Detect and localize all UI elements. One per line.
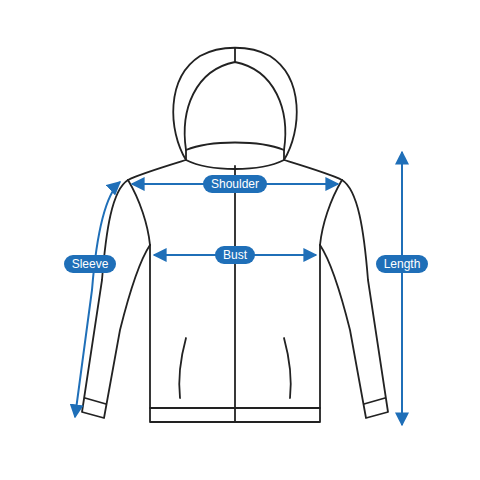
right-pocket <box>284 338 291 398</box>
measure-tag: Shoulder <box>203 175 267 193</box>
zipper <box>234 166 236 422</box>
hem-rib <box>150 407 320 409</box>
measure-label: Bust <box>223 248 247 262</box>
right-cuff <box>364 398 385 404</box>
measure-label: Shoulder <box>211 177 259 191</box>
chin-band <box>186 143 284 170</box>
length-arrow <box>401 152 403 425</box>
measure-tag: Length <box>376 255 429 273</box>
body-outline <box>150 245 320 422</box>
left-cuff <box>85 398 106 404</box>
measure-label: Sleeve <box>72 257 109 271</box>
hood-seam <box>234 48 236 62</box>
left-pocket <box>179 338 186 398</box>
measure-tag: Sleeve <box>64 255 117 273</box>
right-armhole <box>320 180 342 245</box>
measure-label: Length <box>384 257 421 271</box>
left-shoulder <box>128 160 186 180</box>
left-sleeve <box>82 180 150 418</box>
face-opening <box>185 62 286 150</box>
right-sleeve <box>320 180 388 418</box>
measure-tag: Bust <box>215 246 255 264</box>
right-shoulder <box>284 160 342 180</box>
sleeve-arrow <box>75 182 120 417</box>
left-armhole <box>128 180 150 245</box>
